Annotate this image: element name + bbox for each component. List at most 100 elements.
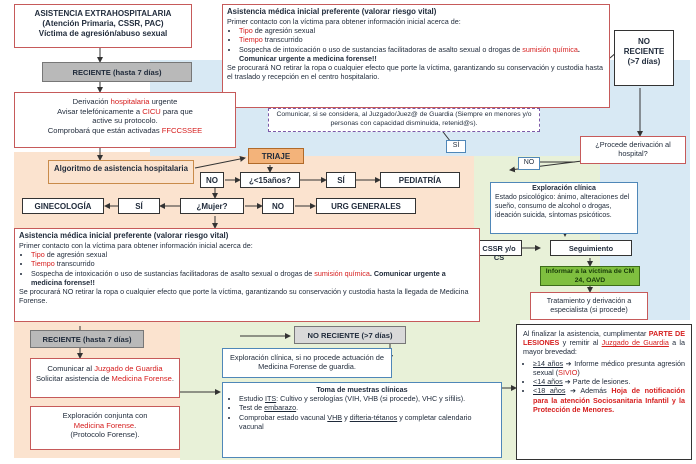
title-line-3: Víctima de agresión/abuso sexual <box>38 29 168 39</box>
final-item-2: <14 años ➔ Parte de lesiones. <box>533 377 685 386</box>
top-box-item-2-text: transcurrido <box>262 35 303 45</box>
muestras-3-pre: Comprobar estado vacunal <box>239 412 328 422</box>
comunicar-p2: Solicitar asistencia de <box>35 373 112 383</box>
top-box-item-1-text: de agresión sexual <box>252 26 316 36</box>
muestras-3-u2: difteria-tétanos <box>349 412 398 422</box>
mid-box-item-2-text: transcurrido <box>54 259 95 269</box>
page-title: ASISTENCIA EXTRAHOSPITALARIA (Atención P… <box>14 4 192 48</box>
muestras-2-pre: Test de <box>239 403 265 413</box>
si-label-age: SÍ <box>326 172 356 188</box>
asistencia-inicial-top: Asistencia médica inicial preferente (va… <box>222 4 610 108</box>
tratamiento-box: Tratamiento y derivación a especialista … <box>530 292 648 320</box>
no-label-right: NO <box>518 157 540 170</box>
final-item-1: ≥14 años ➔ Informe médico presunta agres… <box>533 359 685 377</box>
muestras-title: Toma de muestras clínicas <box>316 385 408 394</box>
exploracion-right-text: Estado psicológico: ánimo, alteraciones … <box>495 193 630 219</box>
parte-lesiones-box: Al finalizar la asistencia, cumplimentar… <box>516 324 692 460</box>
exploracion-right-title: Exploración clínica <box>532 185 596 192</box>
muestras-2-u: embarazo <box>264 403 297 413</box>
mid-box-item-1: Tipo de agresión sexual <box>31 250 475 259</box>
final-p1-red: PARTE DE LESIONES <box>523 329 685 348</box>
conjunta-line-2: Medicina Forense. <box>35 421 175 431</box>
final-p1: Al finalizar la asistencia, cumplimentar <box>523 329 649 338</box>
conjunta-end: . <box>134 420 137 430</box>
top-box-intro: Primer contacto con la víctima para obte… <box>227 16 461 26</box>
derivacion-p2: Avisar telefónicamente a <box>57 106 143 116</box>
no-reciente-top: NO RECIENTE (>7 días) <box>614 30 674 86</box>
top-box-item-2: Tiempo transcurrido <box>239 35 605 44</box>
mid-box-item-1-text: de agresión sexual <box>44 250 108 260</box>
urg-generales-node: URG GENERALES <box>316 198 416 214</box>
seguimiento-box: Seguimiento <box>550 240 632 256</box>
derivacion-p1-end: urgente <box>149 97 178 106</box>
final-1-text: ➔ Informe médico presunta agresión sexua… <box>533 358 685 377</box>
si-label-right: SÍ <box>446 140 466 153</box>
top-box-item-3-red: sumisión química <box>522 44 578 54</box>
muestras-item-1: Estudio ITS: Cultivo y serologías (VIH, … <box>239 394 497 403</box>
final-intro: Al finalizar la asistencia, cumplimentar… <box>523 329 685 357</box>
top-box-item-2-red: Tiempo <box>239 35 263 45</box>
mid-box-item-2-red: Tiempo <box>31 259 55 269</box>
comunicar-p1: Comunicar al <box>47 364 95 373</box>
exploracion-conjunta-box: Exploración conjunta con Medicina Forens… <box>30 406 180 450</box>
title-line-1: ASISTENCIA EXTRAHOSPITALARIA <box>34 9 172 18</box>
final-1-u: ≥14 años <box>533 358 564 368</box>
final-2-text: ➔ Parte de lesiones. <box>562 377 631 387</box>
muestras-1-pre: Estudio <box>239 394 265 404</box>
mid-box-item-3-bold: . Comunicar urgente a medicina forense!! <box>31 268 446 287</box>
ginecologia-node: GINECOLOGÍA <box>22 198 104 214</box>
comunicar-p1-red: Juzgado de Guardia <box>94 364 163 373</box>
reciente-mid: RECIENTE (hasta 7 días) <box>30 330 144 348</box>
comunicar-line-1: Comunicar al Juzgado de Guardia <box>35 364 175 374</box>
derivacion-line-2: Avisar telefónicamente a CICU para que <box>19 107 231 117</box>
mid-box-intro: Primer contacto con la víctima para obte… <box>19 240 253 250</box>
derivacion-p1-red: hospitalaria <box>110 97 150 106</box>
final-1-end: ) <box>577 367 580 377</box>
final-p2: y remitir al <box>559 338 602 348</box>
toma-muestras-box: Toma de muestras clínicas Estudio ITS: C… <box>222 382 502 458</box>
comunicar-p2-red: Medicina Forense <box>111 373 172 383</box>
top-box-item-3: Sospecha de intoxicación o uso de sustan… <box>239 45 605 63</box>
derivacion-p4: Comprobará que están activadas <box>47 126 162 136</box>
muestras-2-post: . <box>296 403 299 413</box>
juzgado-note: Comunicar, si se considera, al Juzgado/J… <box>268 108 540 132</box>
derivacion-p4-red: FFCCSSEE <box>161 126 203 136</box>
menor-15-node: ¿<15años? <box>240 172 300 188</box>
no-reciente-mid: NO RECIENTE (>7 días) <box>294 326 406 344</box>
si-label-mujer: SÍ <box>118 198 160 214</box>
no-reciente-top-line-3: (>7 días) <box>627 57 661 67</box>
algoritmo-asistencia: Algoritmo de asistencia hospitalaria <box>48 160 194 184</box>
mid-box-item-3-red: sumisión química <box>314 268 370 278</box>
final-1-red: SIVIO <box>558 367 578 377</box>
derivacion-p2-end: para que <box>160 106 193 116</box>
muestras-item-2: Test de embarazo. <box>239 403 497 412</box>
pediatria-node: PEDIATRÍA <box>380 172 460 188</box>
title-line-2: (Atención Primaria, CSSR, PAC) <box>42 19 164 29</box>
derivacion-line-1: Derivación hospitalaria urgente <box>19 97 231 107</box>
top-box-footer: Se procurará NO retirar la ropa o cualqu… <box>227 63 603 82</box>
comunicar-line-2: Solicitar asistencia de Medicina Forense… <box>35 374 175 384</box>
final-2-u: <14 años <box>533 377 563 387</box>
exploracion-clinica-right: Exploración clínica Estado psicológico: … <box>490 182 638 234</box>
exploracion-no-forense: Exploración clínica, si no procede actua… <box>222 348 392 378</box>
final-p2-red: Juzgado de Guardia <box>601 338 669 348</box>
final-p3: a la mayor brevedad: <box>523 338 686 357</box>
mid-box-item-1-red: Tipo <box>31 250 45 260</box>
final-3-red: Hoja de notificación para la atención So… <box>533 386 685 414</box>
derivacion-line-3: active su protocolo. <box>92 116 158 126</box>
conjunta-line-1: Exploración conjunta con <box>62 411 148 420</box>
muestras-item-3: Comprobar estado vacunal VHB y difteria-… <box>239 413 497 431</box>
top-box-item-3-bold: . Comunicar urgente a medicina forense!! <box>239 44 580 63</box>
cm24-box: Informar a la víctima de CM 24, OAVD <box>540 266 640 286</box>
derivacion-line-4: Comprobará que están activadas FFCCSSEE <box>19 126 231 136</box>
mid-box-title: Asistencia médica inicial preferente (va… <box>19 231 229 240</box>
muestras-1-u: ITS <box>264 394 277 404</box>
muestras-3-post2: y completar calendario vacunal <box>239 412 472 431</box>
final-3-text: ➔ Además <box>565 386 612 396</box>
top-box-item-1-red: Tipo <box>239 26 253 36</box>
no-label-mujer: NO <box>262 198 294 214</box>
muestras-3-u: VHB <box>327 412 343 422</box>
conjunta-line-3: (Protocolo Forense). <box>70 430 140 440</box>
final-3-u: <18 años <box>533 386 566 396</box>
cssr-cs-box: CSSR y/o CS <box>476 240 522 262</box>
